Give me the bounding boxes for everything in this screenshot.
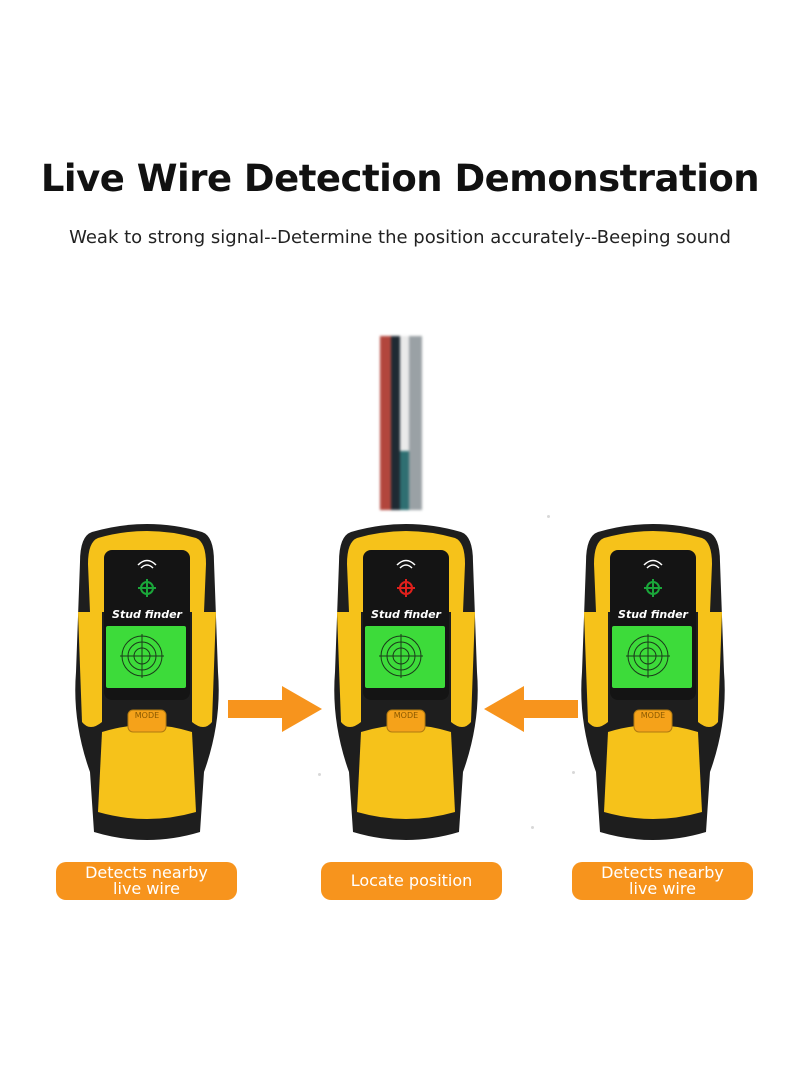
device-1-mode-button[interactable]: MODE bbox=[134, 711, 160, 720]
device-2-mode-button[interactable]: MODE bbox=[393, 711, 419, 720]
crosshair-icon bbox=[397, 579, 415, 597]
caption-detects-nearby-2: Detects nearby live wire bbox=[572, 862, 753, 900]
caption-text: Locate position bbox=[350, 871, 473, 890]
device-3-mode-button[interactable]: MODE bbox=[640, 711, 666, 720]
page-title: Live Wire Detection Demonstration bbox=[40, 157, 760, 200]
arrow-left-icon bbox=[484, 686, 578, 732]
caption-locate-position: Locate position bbox=[321, 862, 502, 900]
wire-black bbox=[391, 336, 401, 510]
caption-text: Detects nearby live wire bbox=[601, 863, 724, 898]
bg-dot bbox=[318, 773, 321, 776]
wire-white bbox=[400, 336, 410, 451]
crosshair-icon bbox=[138, 579, 156, 597]
signal-icon bbox=[137, 559, 157, 569]
device-1-brand-label: Stud finder bbox=[112, 608, 182, 621]
crosshair-icon bbox=[644, 579, 662, 597]
bg-dot bbox=[531, 826, 534, 829]
stud-finder-device-3 bbox=[581, 524, 725, 840]
lcd-screen bbox=[365, 626, 445, 688]
signal-icon bbox=[396, 559, 416, 569]
wire-teal bbox=[400, 451, 410, 510]
device-2-brand-label: Stud finder bbox=[371, 608, 441, 621]
caption-text: Detects nearby live wire bbox=[85, 863, 208, 898]
caption-detects-nearby-1: Detects nearby live wire bbox=[56, 862, 237, 900]
arrow-right-icon bbox=[228, 686, 322, 732]
lcd-screen bbox=[106, 626, 186, 688]
stud-finder-device-2 bbox=[334, 524, 478, 840]
stud-finder-device-1 bbox=[75, 524, 219, 840]
device-3-brand-label: Stud finder bbox=[618, 608, 688, 621]
wire-red bbox=[380, 336, 392, 510]
wire-gray bbox=[409, 336, 422, 510]
bg-dot bbox=[572, 771, 575, 774]
page-subtitle: Weak to strong signal--Determine the pos… bbox=[69, 227, 731, 248]
signal-icon bbox=[643, 559, 663, 569]
lcd-screen bbox=[612, 626, 692, 688]
bg-dot bbox=[547, 515, 550, 518]
wire-bundle-image bbox=[380, 336, 422, 510]
